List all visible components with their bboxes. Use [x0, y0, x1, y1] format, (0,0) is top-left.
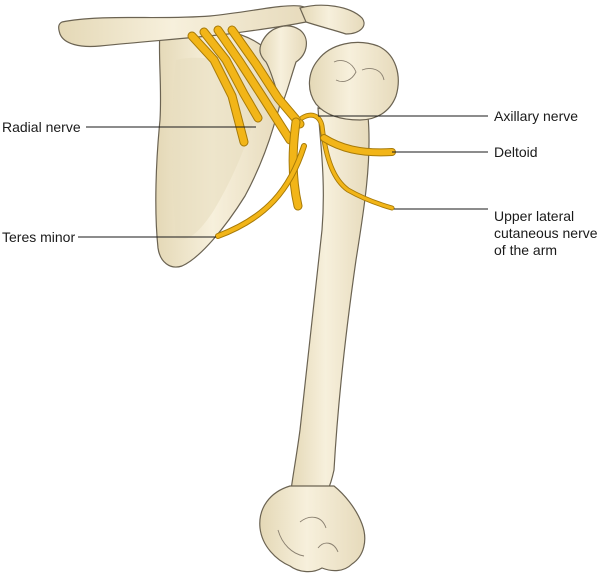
label-radial-nerve: Radial nerve — [2, 119, 81, 135]
scapula-shading — [172, 57, 262, 240]
leader-lines — [78, 115, 488, 238]
label-axillary-nerve: Axillary nerve — [494, 108, 579, 124]
label-teres-minor: Teres minor — [2, 229, 76, 245]
deltoid-branch — [320, 134, 396, 157]
humeral-head — [308, 41, 399, 121]
label-upper-lateral-cutaneous-nerve: Upper lateral cutaneous nerve of the arm — [494, 208, 600, 259]
nerve-bundle — [187, 25, 305, 211]
distal-humerus-detail — [277, 516, 339, 557]
teres-minor-branch — [215, 143, 307, 239]
axillary-nerve — [299, 112, 395, 211]
humeral-head-detail — [333, 60, 385, 83]
label-deltoid: Deltoid — [494, 144, 538, 160]
label-upper-lateral-line-2: cutaneous nerve — [494, 225, 598, 241]
coracoid-process — [259, 25, 307, 106]
label-upper-lateral-line-1: Upper lateral — [494, 208, 575, 224]
distal-humerus — [259, 485, 366, 573]
acromion — [299, 4, 365, 35]
label-upper-lateral-line-3: of the arm — [494, 242, 558, 258]
